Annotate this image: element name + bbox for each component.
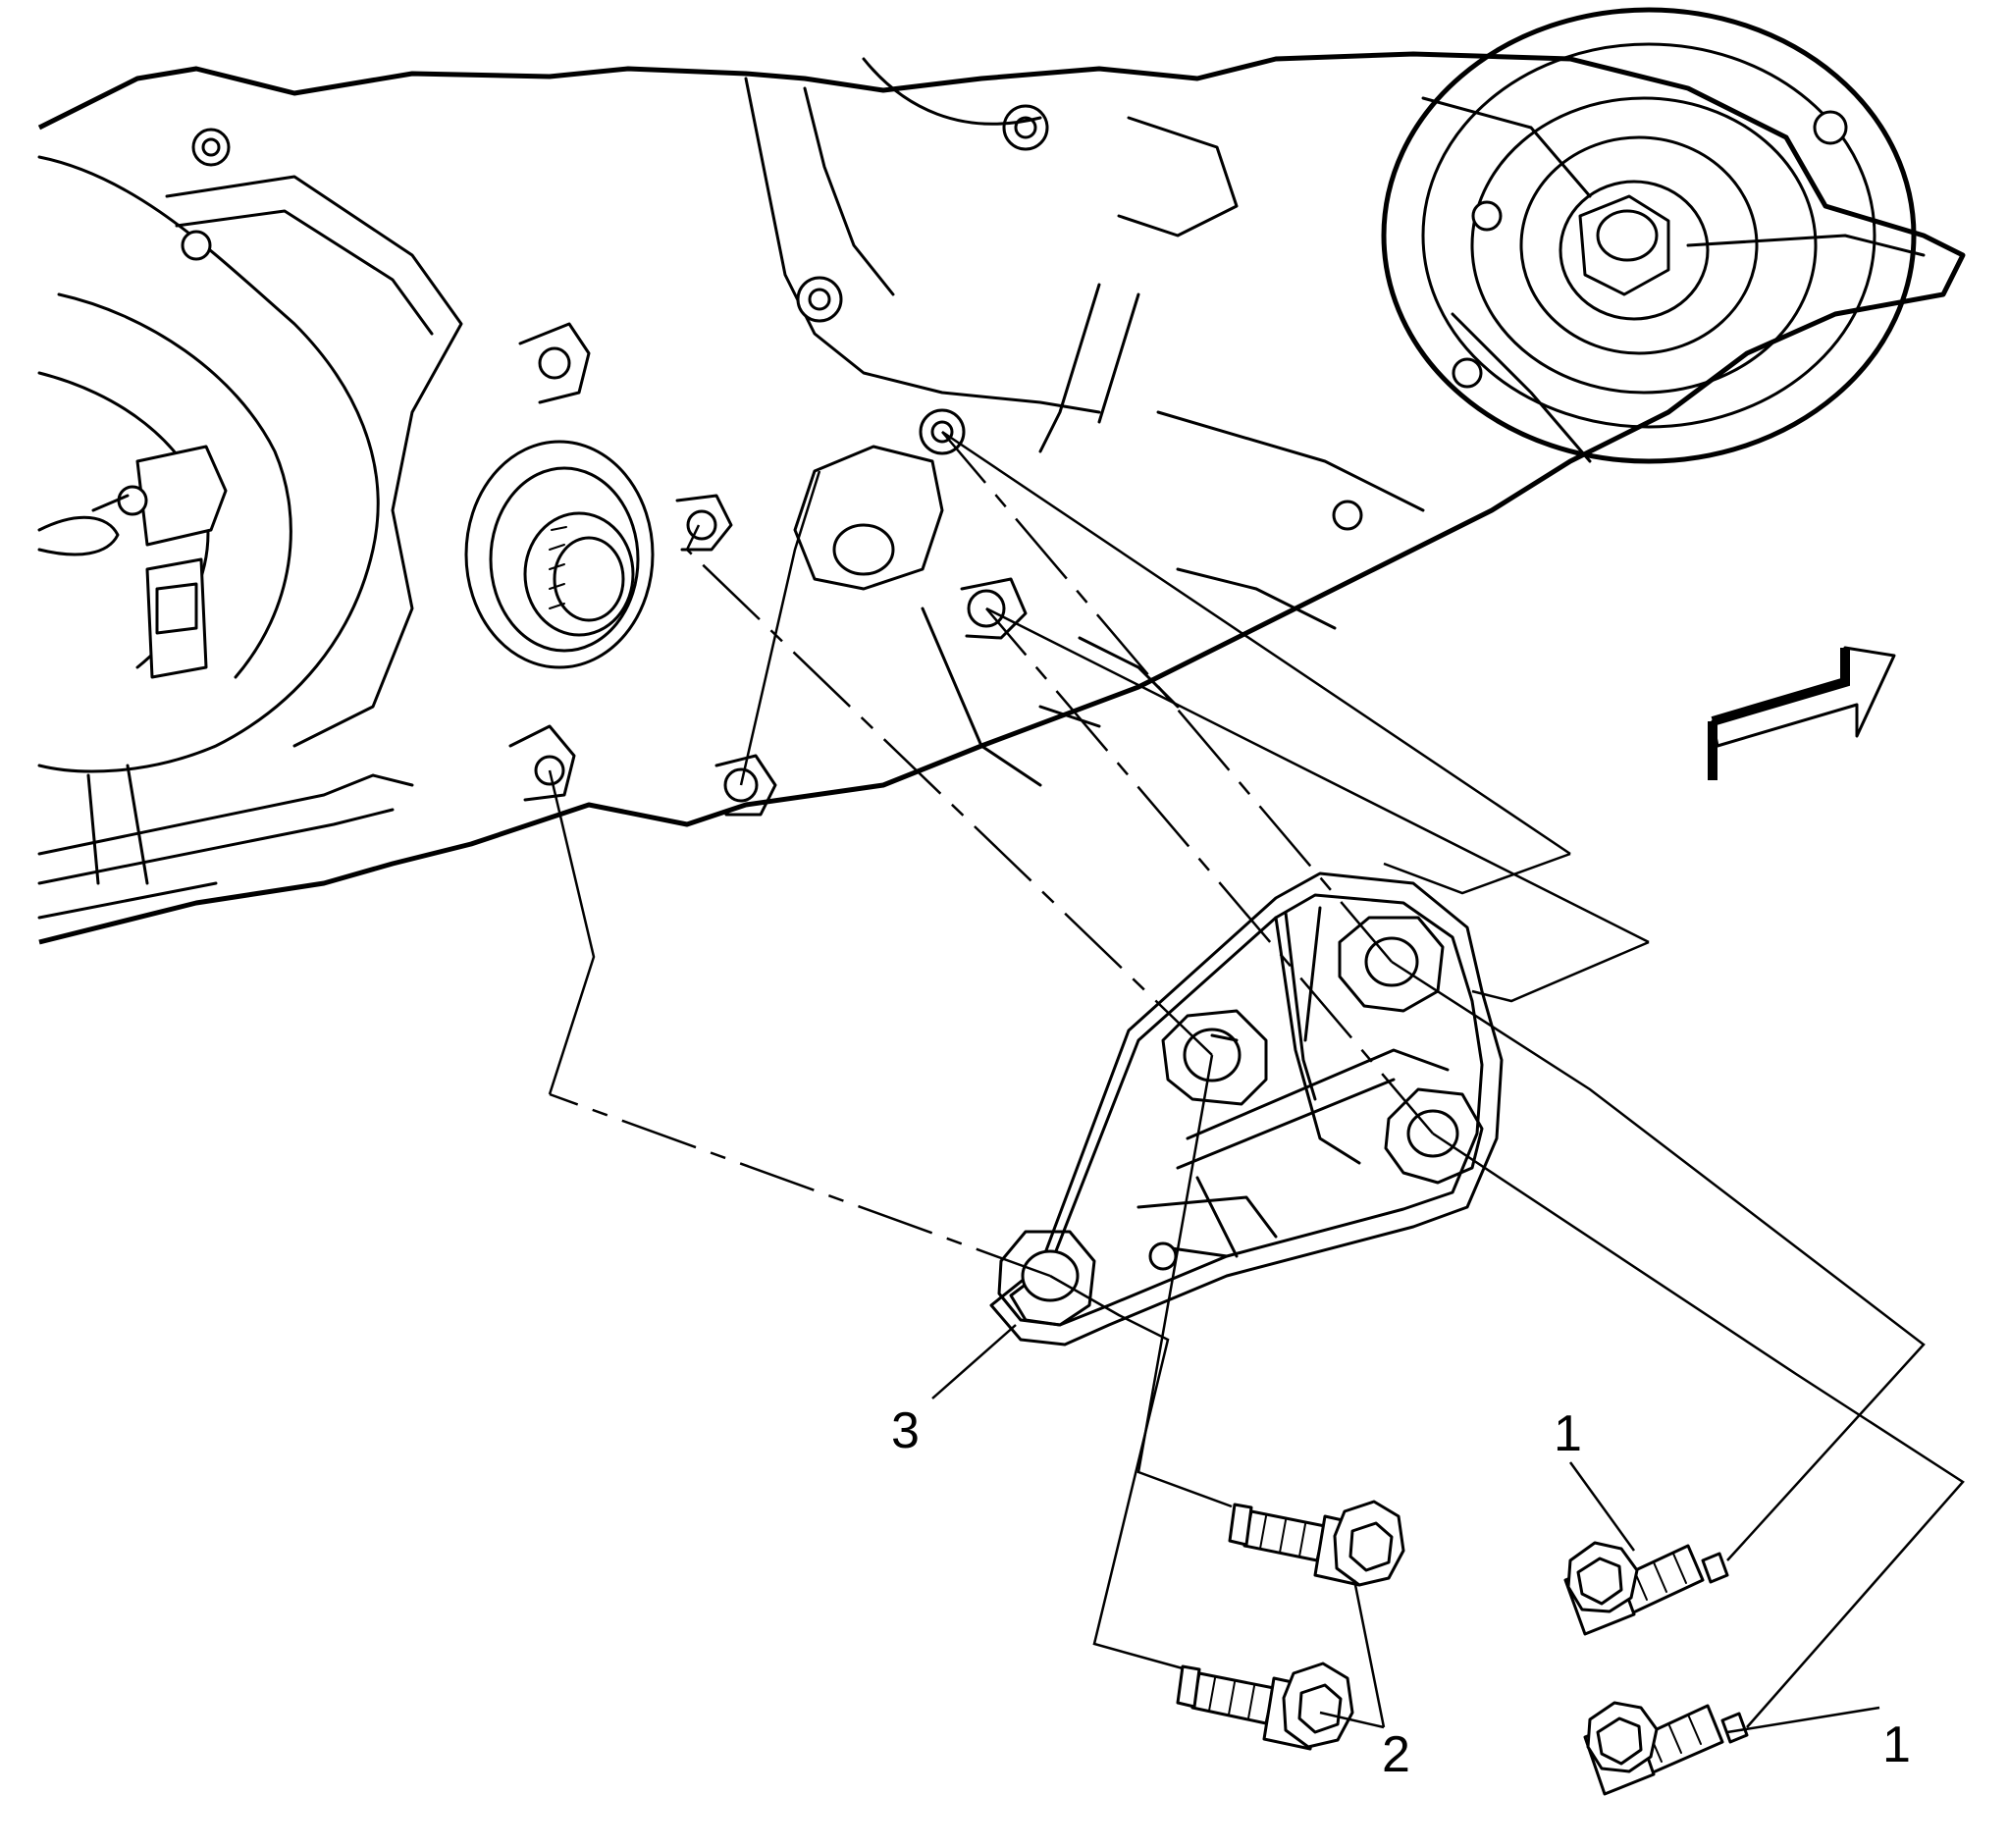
callout-leaders <box>931 1324 1880 1734</box>
engine-block <box>37 7 1966 945</box>
bolt-center-upper <box>1228 1500 1405 1587</box>
callout-bolt-lower-right: 1 <box>1882 1716 1911 1773</box>
callout-bolt-upper-right: 1 <box>1554 1405 1582 1462</box>
bolt-lower-right <box>1583 1701 1749 1796</box>
direction-arrow-icon <box>1708 646 1896 780</box>
bolt-upper-right <box>1563 1541 1729 1636</box>
alignment-lines <box>548 430 1965 1728</box>
bolt-center-lower <box>1176 1662 1354 1751</box>
callout-bolts-center: 2 <box>1382 1726 1410 1783</box>
callout-bracket: 3 <box>891 1402 920 1459</box>
mounting-bracket <box>989 871 1504 1346</box>
